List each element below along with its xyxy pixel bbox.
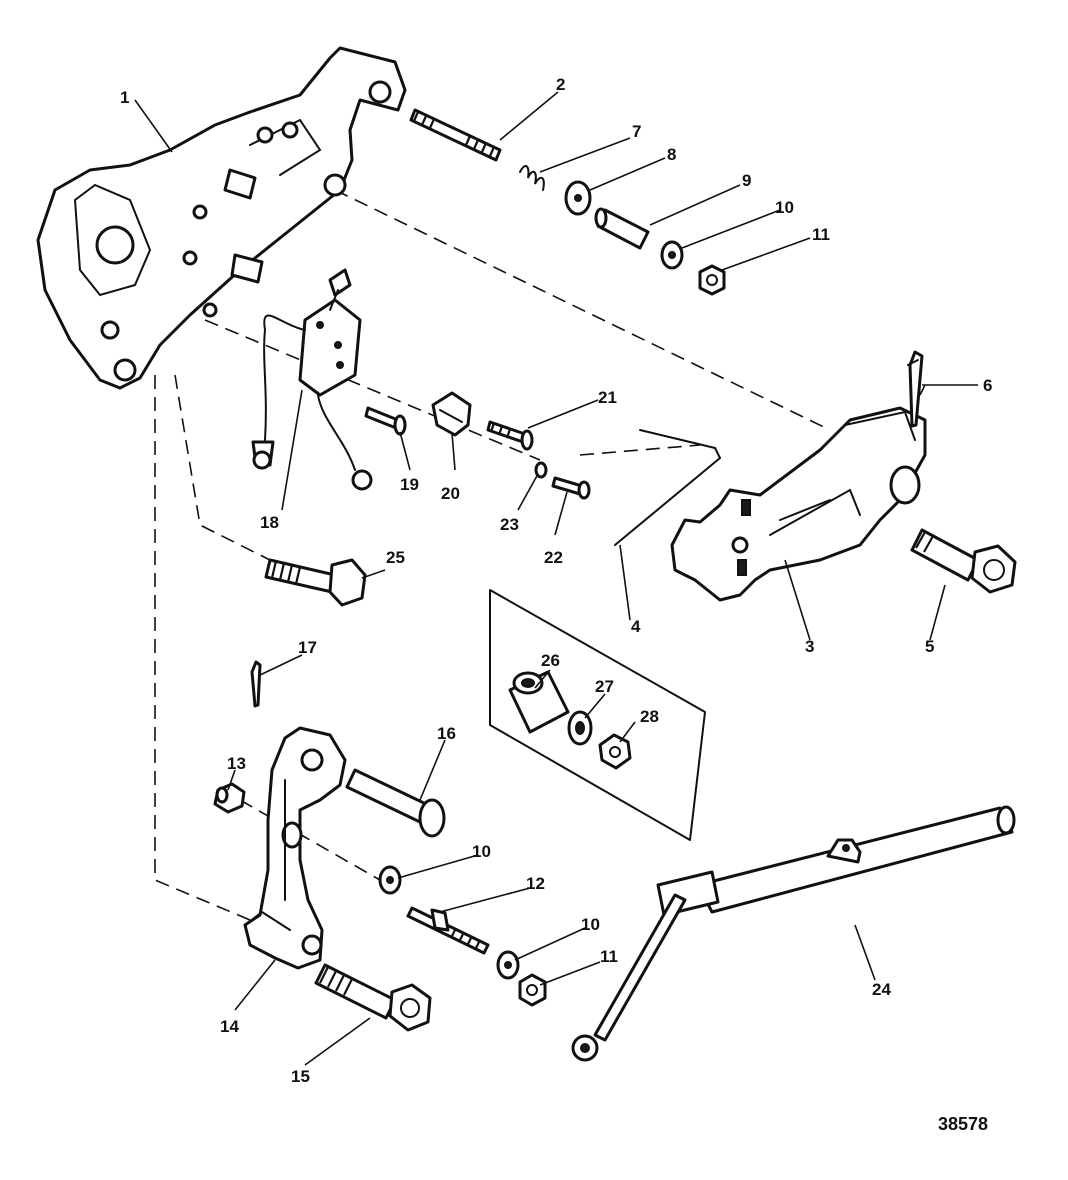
callout-16: 16 [437,724,456,743]
part-4-wire [614,429,721,546]
callout-20: 20 [441,484,460,503]
part-20-clip [431,391,472,437]
part-27-washer [567,710,593,746]
inset-box [489,589,706,841]
callout-11-bottom: 11 [600,947,618,966]
callout-15: 15 [291,1067,310,1086]
part-17-cotter-pin [250,660,262,708]
part-14-lever [243,726,347,970]
part-12-stud [406,906,490,955]
part-21-screw [486,420,534,451]
callout-labels: 1 2 7 8 9 10 11 6 21 19 20 18 23 22 25 4… [120,75,992,1086]
callout-24: 24 [872,980,891,999]
callout-25: 25 [386,548,405,567]
assembly-lines [154,189,831,921]
part-25-bolt [264,558,367,607]
callout-6: 6 [983,376,992,395]
callout-26: 26 [541,651,560,670]
part-6-cotter-pin [907,350,924,428]
callout-19: 19 [400,475,419,494]
callout-12: 12 [526,874,545,893]
callout-10-bottom: 10 [581,915,600,934]
part-23-lockwasher [534,461,548,479]
callout-3: 3 [805,637,814,656]
callout-4: 4 [631,617,641,636]
figure-number: 38578 [938,1114,988,1134]
callout-1: 1 [120,88,129,107]
callout-27: 27 [595,677,614,696]
part-11-nut-bottom [518,973,547,1007]
callout-7: 7 [632,122,641,141]
callout-10-mid: 10 [472,842,491,861]
callout-28: 28 [640,707,659,726]
callout-21: 21 [598,388,617,407]
callout-22: 22 [544,548,563,567]
part-5-bolt [910,528,1017,594]
leader-lines [134,91,978,1066]
part-15-bolt [314,963,432,1032]
part-18-switch [251,268,373,491]
part-10-washer-mid [378,865,402,895]
callout-9: 9 [742,171,751,190]
callout-14: 14 [220,1017,239,1036]
part-16-pin [345,768,446,838]
part-11-nut-top [698,264,726,296]
part-26-spacer [508,670,570,734]
part-10-washer-top [660,240,684,270]
part-13-rivet [213,782,246,814]
callout-18: 18 [260,513,279,532]
part-24-rod [571,805,1016,1062]
callout-17: 17 [298,638,317,657]
callout-8: 8 [667,145,676,164]
callout-10-top: 10 [775,198,794,217]
part-2-stud [409,108,502,162]
part-9-bushing [594,207,650,250]
part-19-screw [364,406,407,436]
callout-13: 13 [227,754,246,773]
callout-11-top: 11 [812,225,830,244]
part-1-bracket [36,46,407,390]
part-10-washer-bottom [496,950,520,980]
callout-5: 5 [925,637,934,656]
part-8-washer [564,180,592,216]
callout-23: 23 [500,515,519,534]
part-3-lever [670,406,927,602]
part-28-nut [598,733,632,770]
part-7-spring [519,165,545,191]
part-22-screw [551,476,591,500]
callout-2: 2 [556,75,565,94]
